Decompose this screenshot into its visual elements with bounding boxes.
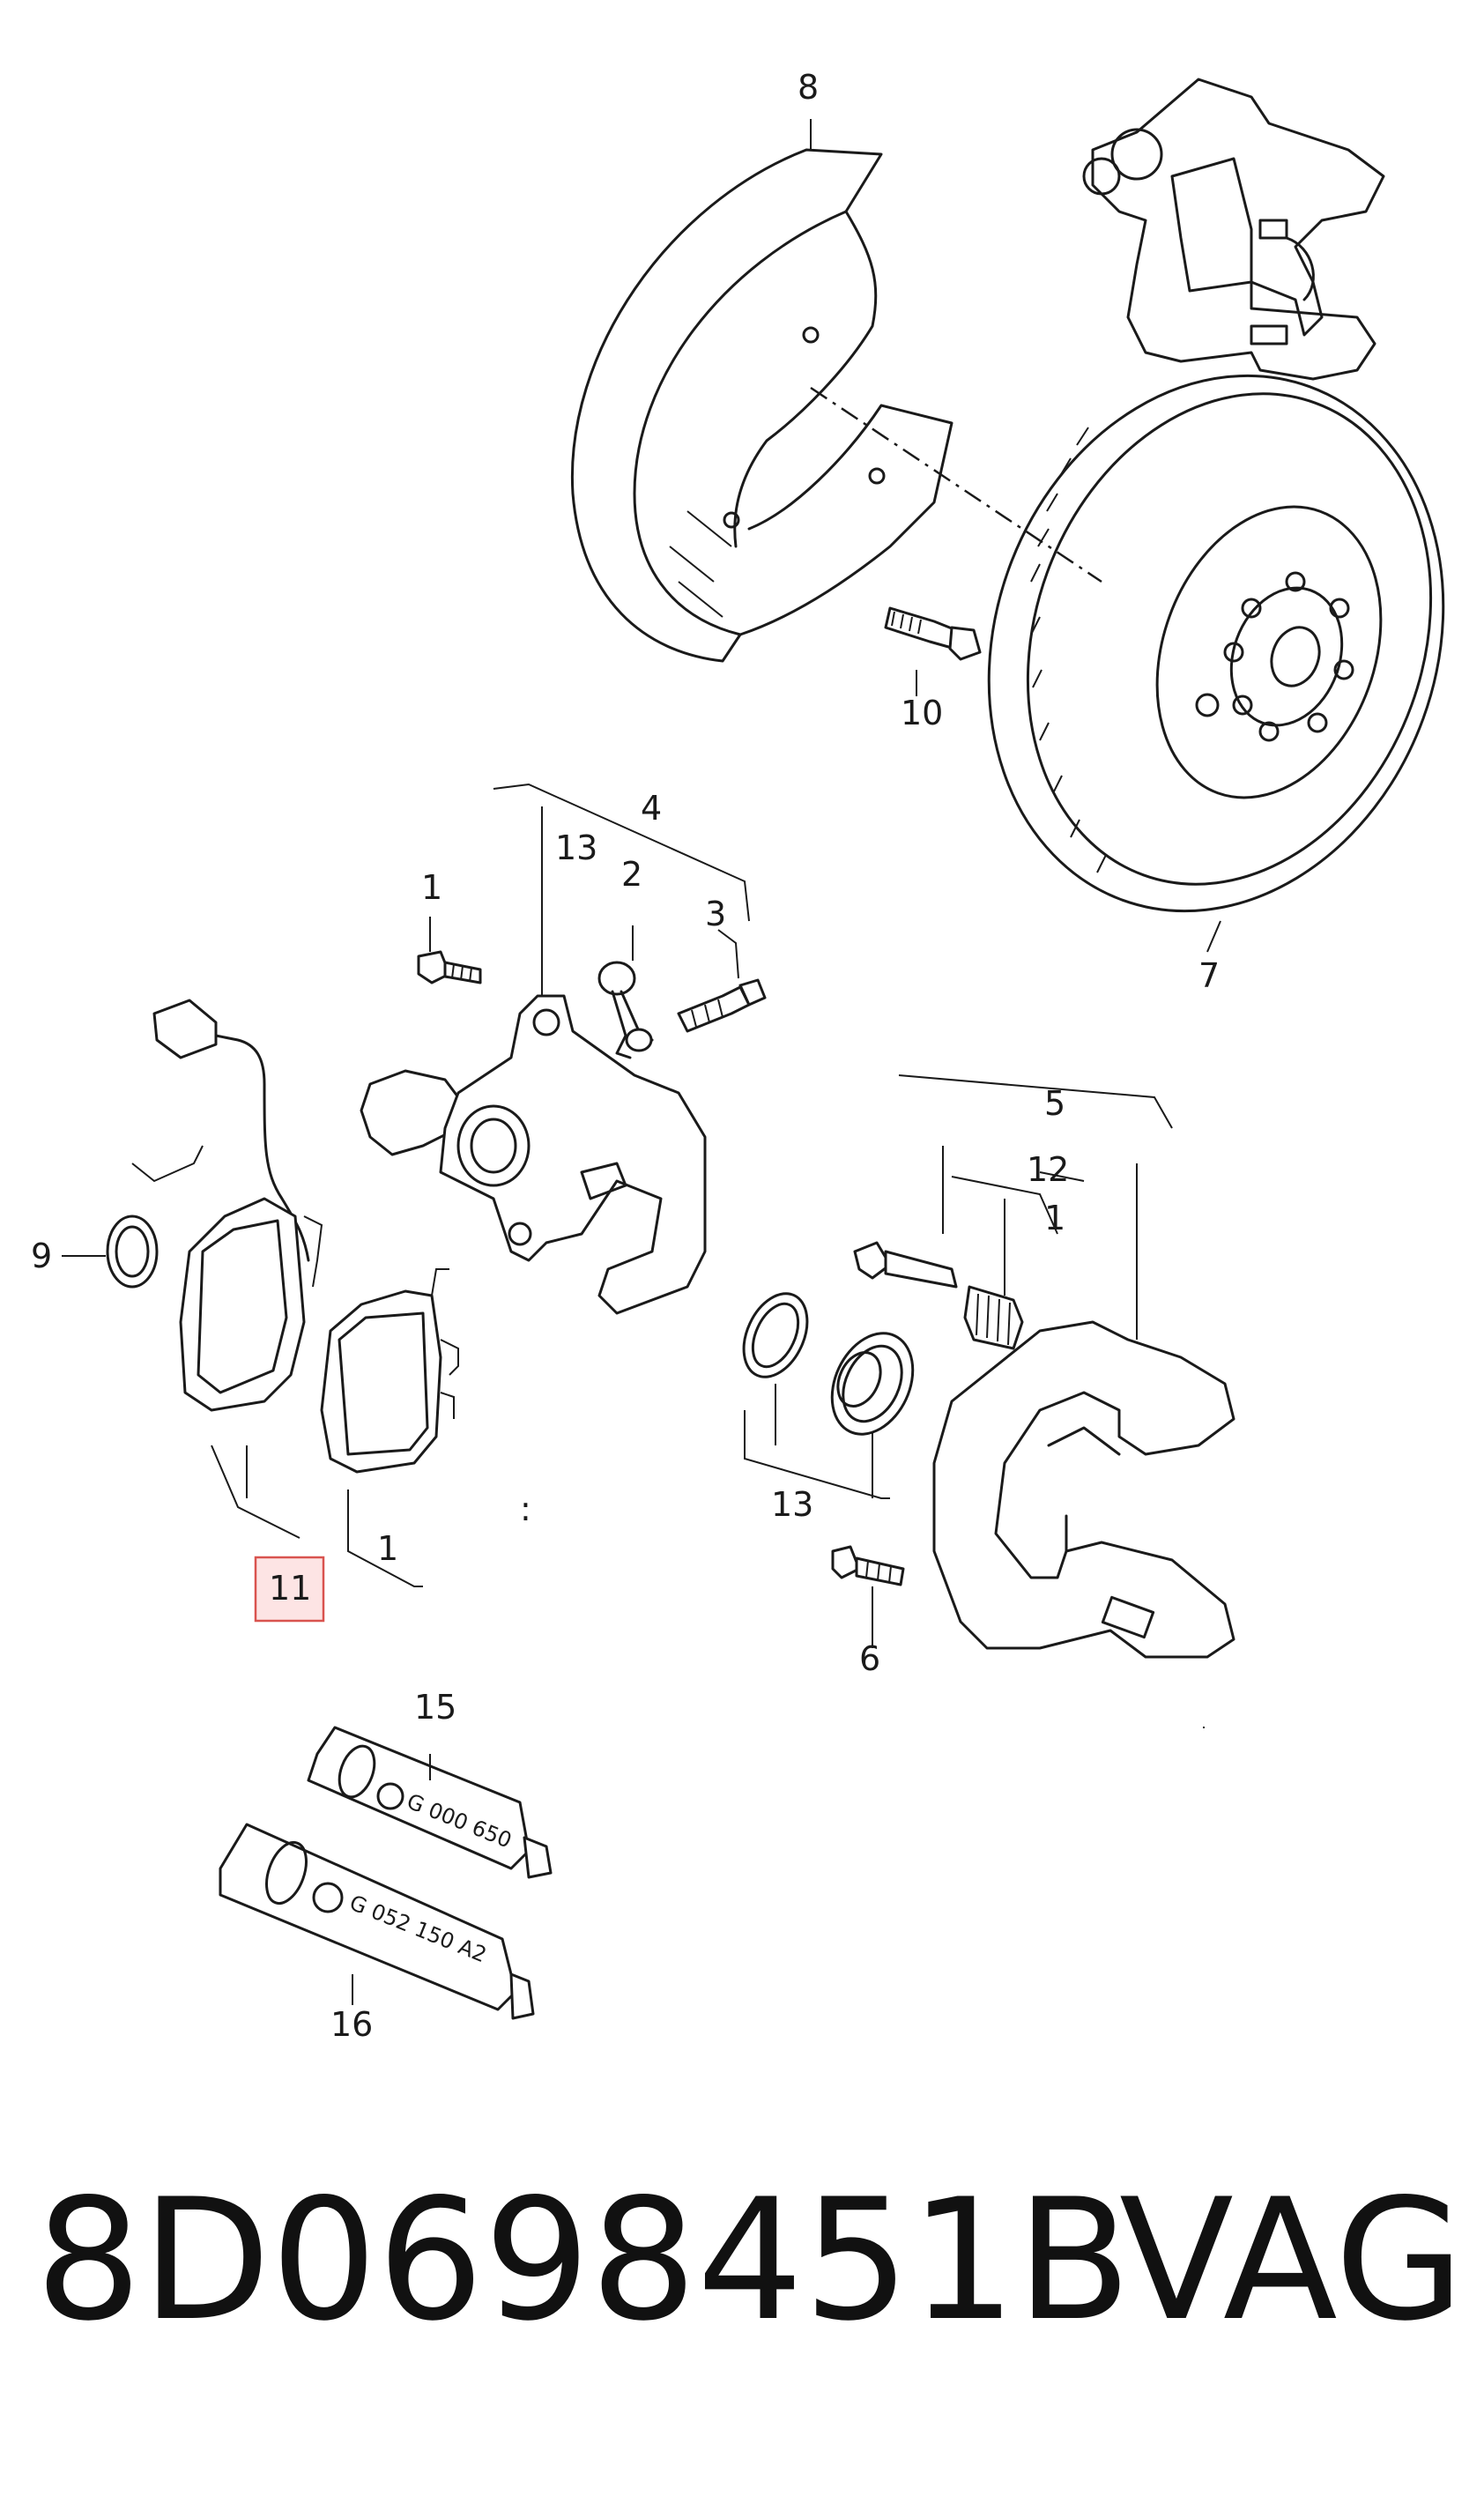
callout-10: 10	[901, 694, 943, 732]
callout-11: 11	[269, 1569, 311, 1608]
caliper-body	[360, 994, 707, 1315]
callout-12: 12	[1027, 1150, 1069, 1189]
callout-6: 6	[859, 1639, 880, 1678]
guide-boot	[963, 1285, 1024, 1350]
callout-8: 8	[798, 68, 819, 107]
part-number: 8D0698451B	[35, 2163, 1132, 2358]
guide-bolt	[853, 1241, 958, 1289]
caliper-bolt	[417, 950, 482, 984]
grease-tube-15: G 000 650	[307, 1726, 553, 1879]
callout-15: 15	[414, 1688, 456, 1727]
grease-tube-16: G 052 150 A2	[219, 1823, 535, 2020]
brand-name: VAG	[1119, 2163, 1465, 2358]
wear-sensor	[106, 999, 310, 1289]
brake-disc	[987, 374, 1445, 913]
brake-pad-outer	[179, 1197, 323, 1412]
carrier-bracket	[932, 1320, 1235, 1659]
carrier-bolt	[831, 1545, 905, 1586]
callout-labels: 8 10 7 4 13 2 3 1 9 11 1 : 5 12 1 13 6 1…	[31, 68, 1220, 2044]
callout-colon: :	[520, 1489, 531, 1528]
splash-shield	[570, 148, 953, 663]
callout-16: 16	[330, 2005, 373, 2044]
callout-1-bracket: 1	[1044, 1199, 1065, 1237]
axis-line	[810, 386, 1102, 583]
highlight-box-11	[254, 1556, 325, 1623]
callout-5: 5	[1044, 1084, 1065, 1123]
bleeder-screw	[677, 978, 767, 1033]
piston-seals	[742, 1292, 915, 1436]
callout-1-pad: 1	[377, 1529, 398, 1568]
leader-lines	[62, 119, 1221, 2005]
callout-4: 4	[641, 789, 662, 828]
callout-13-bottom: 13	[771, 1485, 813, 1524]
callout-7: 7	[1198, 956, 1220, 995]
shield-bolt	[884, 606, 982, 661]
brake-pad-inner	[320, 1268, 459, 1474]
callout-3: 3	[705, 895, 726, 933]
callout-9: 9	[31, 1237, 52, 1275]
bleeder-cap	[597, 961, 654, 1059]
callout-13-top: 13	[555, 828, 597, 867]
caliper-housing-top	[1082, 78, 1385, 381]
callout-1-top: 1	[421, 868, 442, 907]
callout-2: 2	[621, 855, 642, 894]
